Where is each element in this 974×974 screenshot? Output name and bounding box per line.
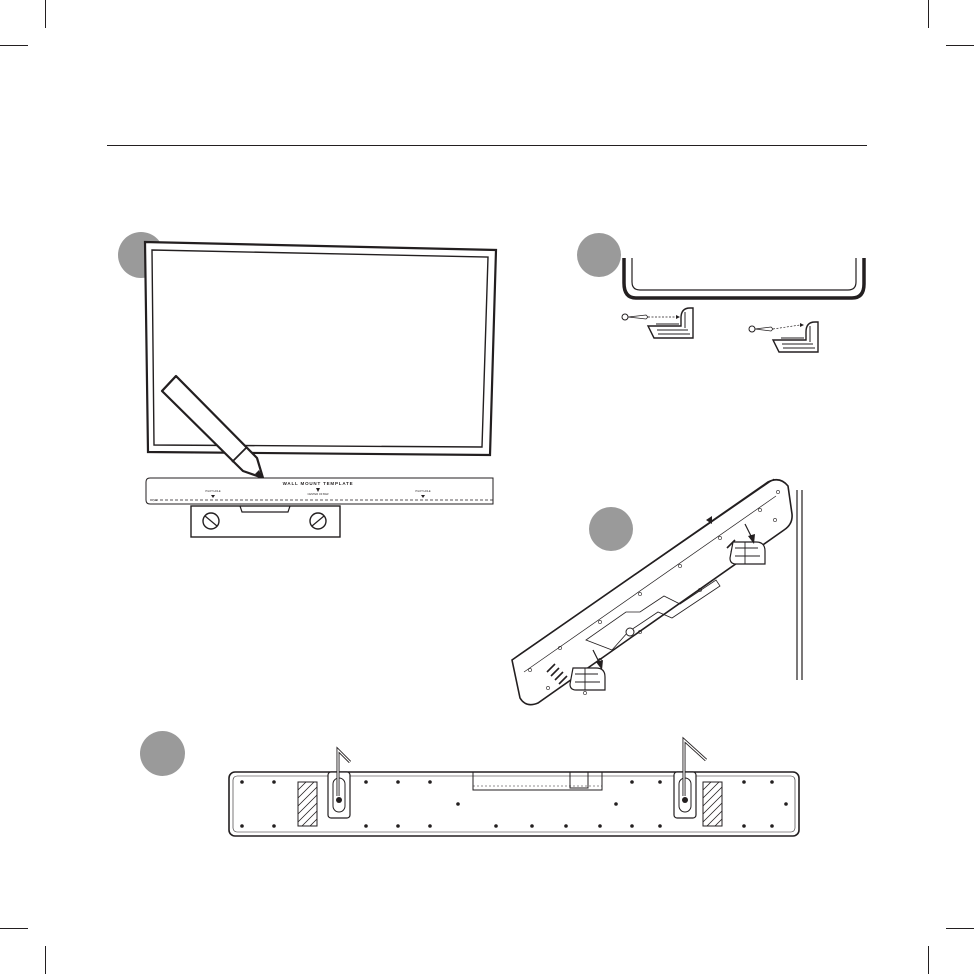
foam-pad-right	[703, 782, 722, 826]
soundbar-back	[229, 772, 799, 836]
foam-pad-left	[298, 782, 317, 826]
